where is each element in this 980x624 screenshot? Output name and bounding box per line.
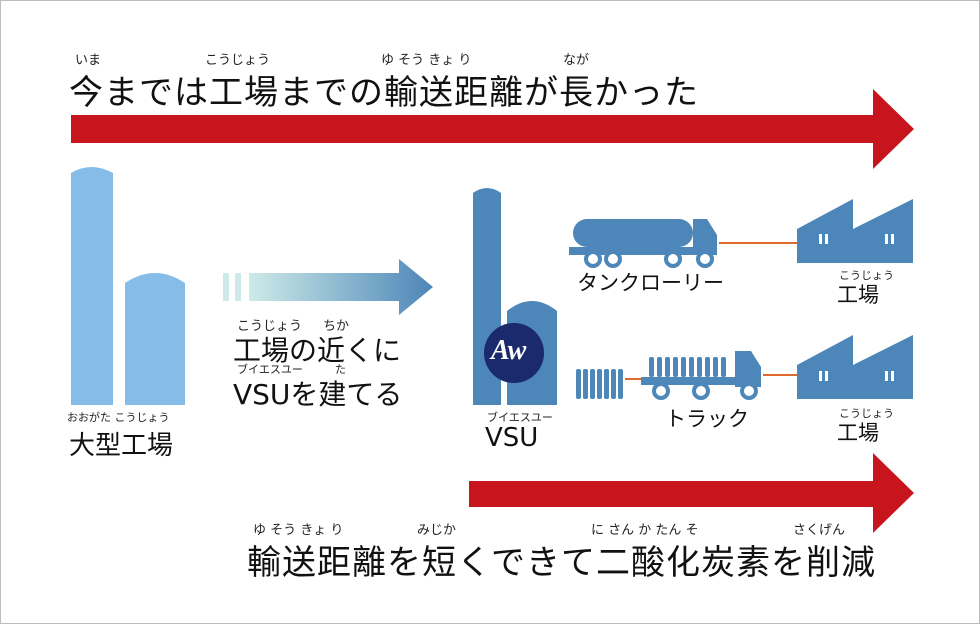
middle-ruby-chika: ちか bbox=[323, 319, 350, 334]
middle-gradient-arrow bbox=[223, 259, 433, 315]
top-headline: 今までは工場までの輸送距離が長かった bbox=[69, 73, 699, 113]
factory-bottom-ruby: こうじょう bbox=[839, 407, 894, 420]
truck-icon bbox=[641, 351, 761, 400]
factory-top-label: 工場 bbox=[837, 283, 879, 307]
bottom-ruby-nisankatanso: に さん か たん そ bbox=[591, 523, 699, 538]
factory-top-ruby: こうじょう bbox=[839, 269, 894, 282]
middle-caption-line1: 工場の近くに bbox=[233, 334, 402, 367]
large-factory-ruby: おおがた こうじょう bbox=[67, 411, 170, 424]
middle-caption-line2: VSUを建てる bbox=[233, 378, 403, 411]
gas-cylinders bbox=[576, 369, 623, 399]
bottom-ruby-mijika: みじか bbox=[417, 523, 457, 538]
bottom-red-arrow bbox=[469, 453, 914, 533]
top-ruby-koujou: こうじょう bbox=[205, 53, 271, 68]
middle-ruby-vsu: ブイエスユー bbox=[237, 363, 303, 376]
middle-ruby-ta: た bbox=[335, 363, 346, 376]
top-ruby-naga: なが bbox=[563, 53, 590, 68]
top-ruby-yusoukyori: ゆ そう きょ り bbox=[381, 53, 472, 68]
middle-ruby-koujou: こうじょう bbox=[237, 319, 303, 334]
large-factory-silos bbox=[71, 167, 185, 405]
vsu-ruby: ブイエスユー bbox=[487, 411, 553, 424]
tank-lorry-label: タンクローリー bbox=[577, 271, 724, 295]
large-factory-label: 大型工場 bbox=[69, 431, 174, 461]
factory-bottom-label: 工場 bbox=[837, 421, 879, 445]
factory-bottom-icon bbox=[797, 335, 913, 399]
bottom-ruby-yusoukyori: ゆ そう きょ り bbox=[253, 523, 344, 538]
top-ruby-ima: いま bbox=[75, 53, 102, 68]
vsu-label: VSU bbox=[485, 423, 539, 453]
tank-lorry-icon bbox=[569, 219, 717, 268]
top-red-arrow bbox=[71, 89, 914, 169]
vsu-logo bbox=[484, 323, 544, 383]
vsu-logo-text: Aw bbox=[491, 335, 527, 366]
factory-top-icon bbox=[797, 199, 913, 263]
bottom-ruby-sakugen: さくげん bbox=[793, 523, 846, 538]
truck-label: トラック bbox=[665, 407, 749, 431]
bottom-headline: 輸送距離を短くできて二酸化炭素を削減 bbox=[247, 543, 876, 583]
